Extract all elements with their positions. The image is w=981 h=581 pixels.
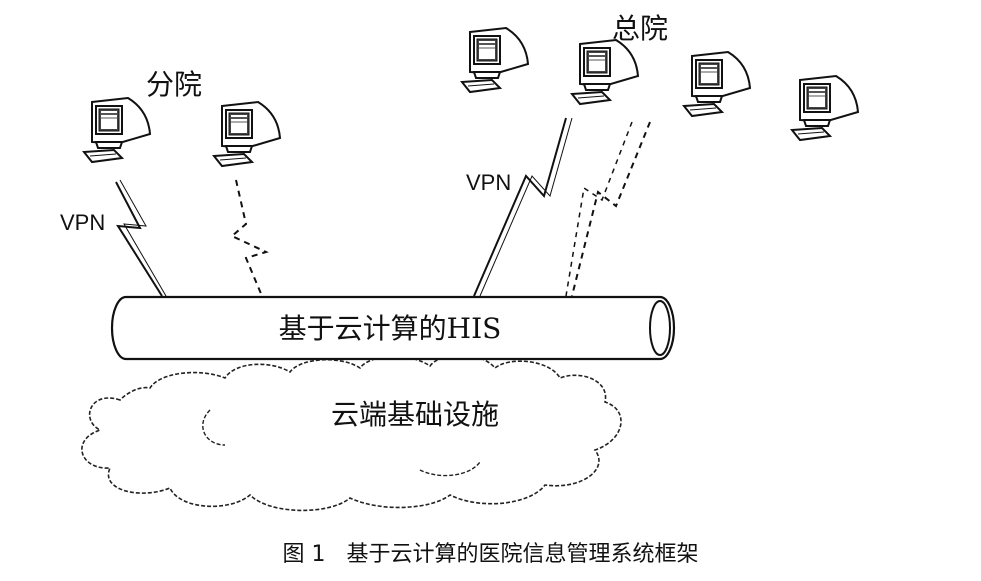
branch-label: 分院 (146, 68, 202, 101)
vpn-label-right: VPN (466, 170, 511, 195)
link-branch-1-vpn (115, 179, 167, 297)
figure-caption: 图 1 基于云计算的医院信息管理系统框架 (0, 536, 981, 568)
figure-title: 基于云计算的医院信息管理系统框架 (346, 542, 699, 567)
computer-icon (83, 97, 151, 163)
pipe-label: 基于云计算的HIS (279, 312, 502, 345)
vpn-label-left: VPN (60, 210, 105, 235)
computer-icon (461, 27, 529, 93)
cloud-label: 云端基础设施 (331, 398, 499, 431)
computer-icon (791, 75, 859, 141)
computer-icon (213, 101, 281, 167)
headquarters-label: 总院 (612, 12, 668, 45)
computer-icon (683, 51, 751, 117)
his-pipe: 基于云计算的HIS (110, 295, 676, 361)
computer-icon (571, 39, 639, 105)
figure-number: 图 1 (282, 542, 326, 567)
link-hq-vpn (473, 117, 573, 297)
link-hq-dashed (565, 121, 651, 297)
cloud-icon (81, 354, 622, 512)
link-branch-2-dashed (230, 179, 269, 297)
